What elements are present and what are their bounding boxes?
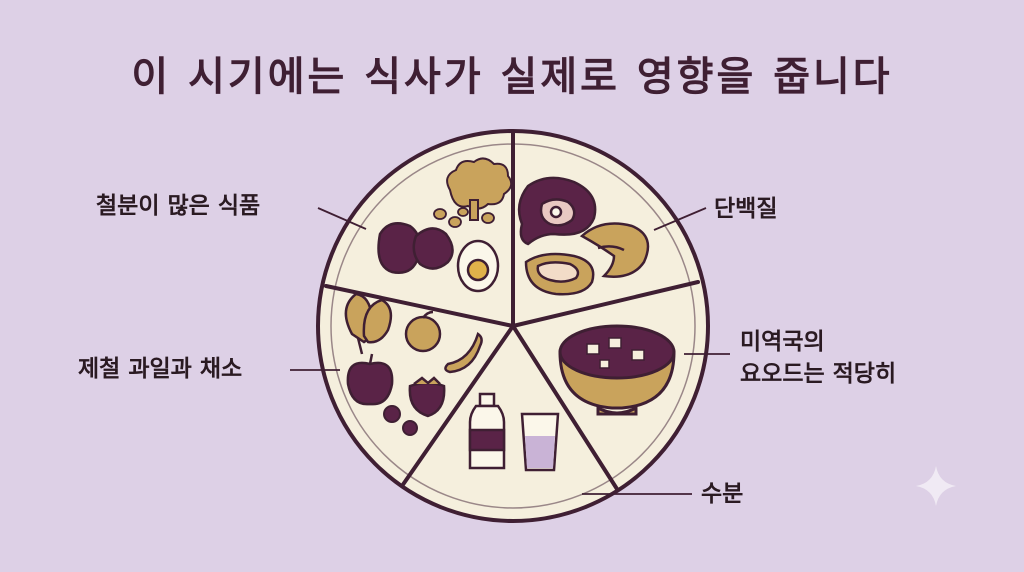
label-seaweed-soup: 미역국의 요오드는 적당히 xyxy=(740,326,896,390)
banana-icon xyxy=(444,332,483,374)
label-iron-foods: 철분이 많은 식품 xyxy=(96,193,261,219)
orange-icon xyxy=(404,310,442,353)
sparkle-icon xyxy=(916,466,956,506)
berries-icon xyxy=(383,405,418,436)
leafy-greens-icon xyxy=(344,292,393,355)
strawberry-icon xyxy=(408,376,446,418)
label-seaweed-soup-line2: 요오드는 적당히 xyxy=(740,361,897,387)
egg-icon xyxy=(456,239,500,293)
fish-fillet-icon xyxy=(579,222,650,278)
steak-icon xyxy=(517,176,597,246)
water-glass-icon xyxy=(520,412,560,472)
liver-icon xyxy=(377,222,454,274)
label-seaweed-soup-line1: 미역국의 xyxy=(740,329,825,355)
beans-icon xyxy=(433,207,495,228)
label-protein: 단백질 xyxy=(714,196,778,222)
seaweed-soup-bowl-icon xyxy=(558,324,676,416)
label-water: 수분 xyxy=(701,481,744,507)
label-fruits-vegetables: 제철 과일과 채소 xyxy=(78,356,243,382)
leader-lines xyxy=(290,207,730,495)
page-title: 이 시기에는 식사가 실제로 영향을 줍니다 xyxy=(131,54,893,100)
plate-dividers xyxy=(324,130,700,491)
leader-iron xyxy=(317,207,367,230)
meat-slice-icon xyxy=(524,252,595,296)
leader-protein xyxy=(653,207,707,231)
apple-icon xyxy=(346,353,394,406)
milk-bottle-icon xyxy=(468,392,506,470)
broccoli-icon xyxy=(446,157,513,221)
